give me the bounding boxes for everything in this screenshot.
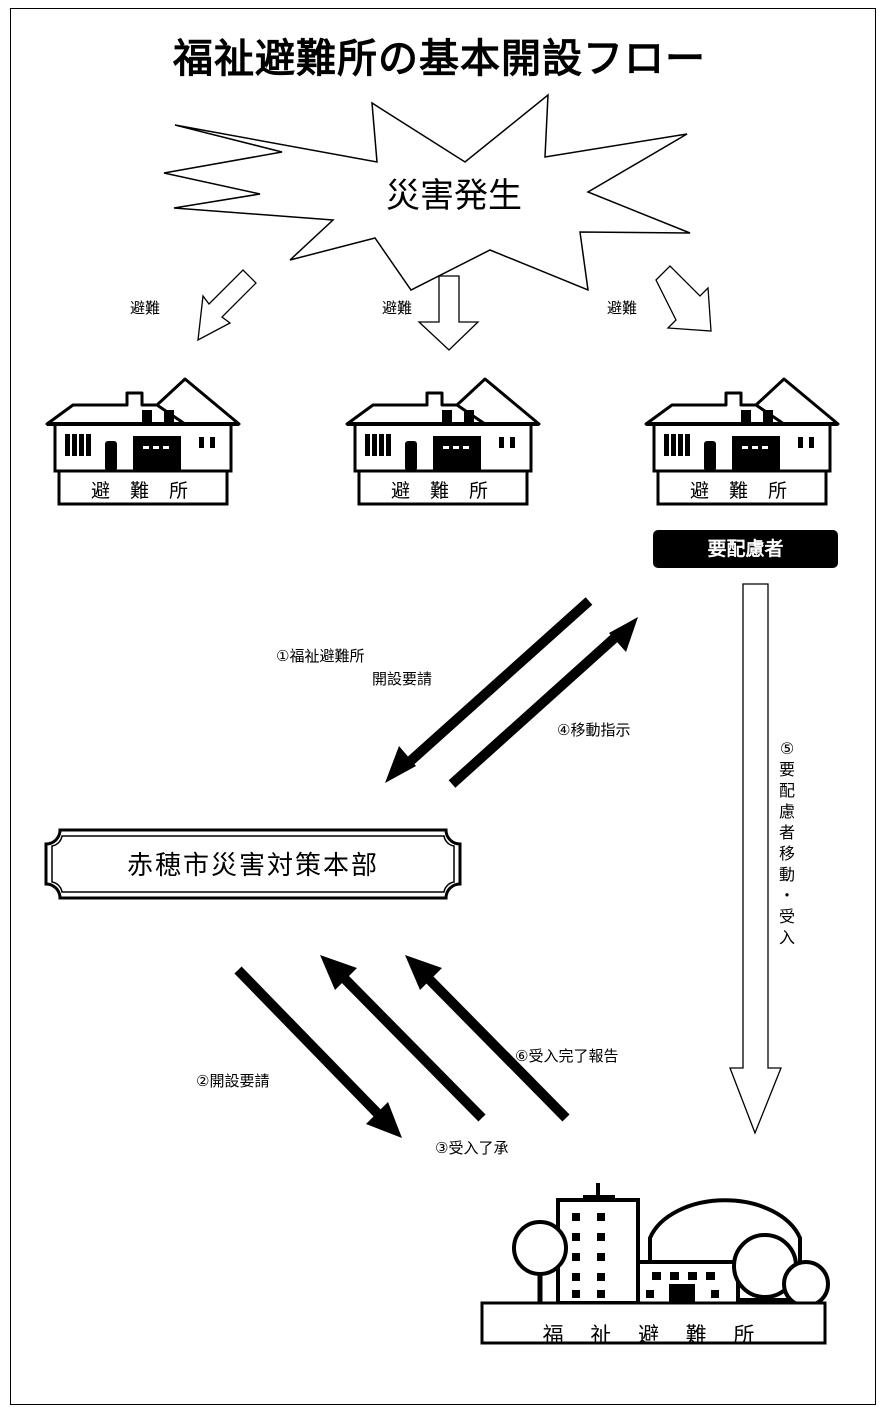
arrow-step5 <box>729 583 782 1135</box>
arrow-step3 <box>320 955 486 1122</box>
page-title: 福祉避難所の基本開設フロー <box>173 36 706 82</box>
arrow-step4 <box>448 617 638 788</box>
evacuation-arrow-left <box>197 269 257 342</box>
step5-char: 要 <box>778 760 795 779</box>
shelter-label-left: 避 難 所 <box>90 480 196 502</box>
evacuation-label-left: 避難 <box>130 299 161 317</box>
step5-char: ⑤ <box>779 739 795 758</box>
hq-plaque <box>44 828 462 900</box>
step4-label: ④移動指示 <box>557 721 631 739</box>
step1-label-line2: 開設要請 <box>372 670 433 688</box>
disaster-label: 災害発生 <box>386 176 522 216</box>
step2-label: ②開設要請 <box>196 1072 270 1090</box>
shelter-label-center: 避 難 所 <box>390 480 496 502</box>
step5-char: 入 <box>778 928 795 947</box>
shelter-label-right: 避 難 所 <box>689 480 795 502</box>
step3-label: ③受入了承 <box>435 1139 509 1157</box>
hq-plaque-inner <box>51 835 455 893</box>
step5-char: 動 <box>778 865 795 884</box>
evacuation-arrow-right <box>655 265 712 332</box>
arrow-step2 <box>234 966 402 1138</box>
explosion-burst-icon <box>163 93 691 292</box>
step1-label-line1: ①福祉避難所 <box>276 647 365 665</box>
step5-char: 受 <box>778 907 795 926</box>
evacuation-label-right: 避難 <box>607 299 638 317</box>
arrow-step6 <box>405 955 570 1122</box>
step5-char: 移 <box>778 844 795 863</box>
evacuation-label-center: 避難 <box>382 299 413 317</box>
step5-char: 者 <box>778 823 795 842</box>
step5-char: 配 <box>778 781 795 800</box>
welfare-facility-icon <box>480 1183 830 1345</box>
arrow-step1 <box>385 597 593 783</box>
evacuation-arrow-center <box>417 275 480 351</box>
step5-char: 慮 <box>778 802 795 821</box>
step5-label: ⑤ 要 配 慮 者 移 動 ・ 受 入 <box>776 738 798 948</box>
step5-char: ・ <box>778 886 795 905</box>
welfare-shelter-label: 福 祉 避 難 所 <box>542 1323 765 1347</box>
vulnerable-persons-badge: 要配慮者 <box>653 530 838 568</box>
step6-label: ⑥受入完了報告 <box>515 1047 619 1065</box>
diagram-frame <box>10 8 876 1405</box>
disaster-hq-label: 赤穂市災害対策本部 <box>126 851 379 881</box>
